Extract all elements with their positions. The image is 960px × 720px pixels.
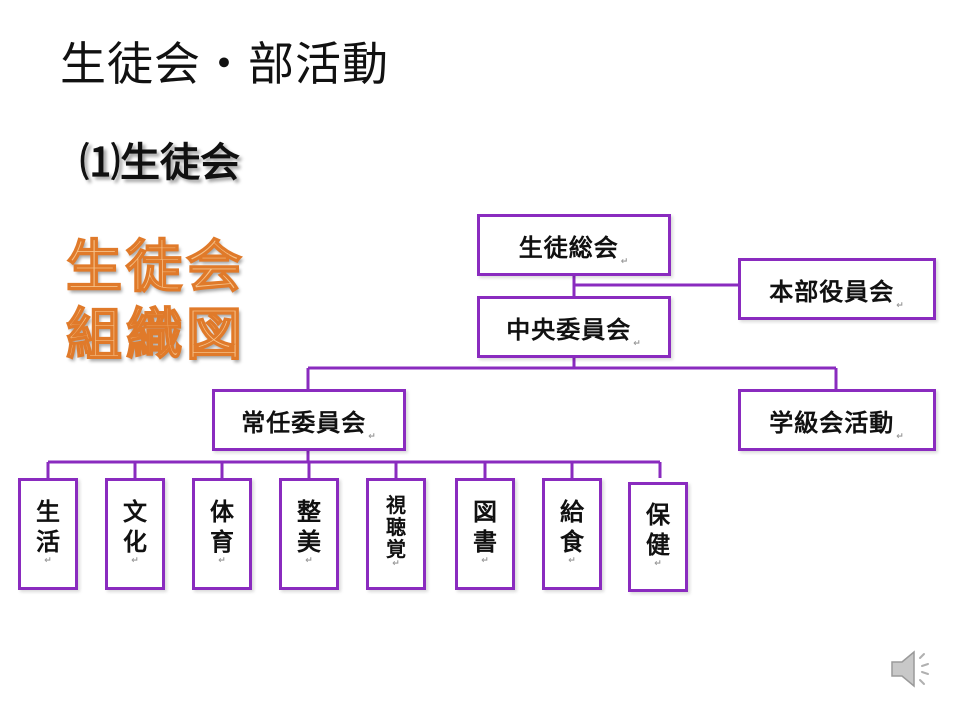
- committee-box: 生活↵: [18, 478, 78, 590]
- box-label: 常任委員会: [241, 408, 367, 437]
- org-label-line-1: 生徒会: [65, 234, 246, 301]
- committee-char: 視: [386, 492, 406, 517]
- org-label-line-2: 組織図: [65, 302, 246, 369]
- page-title: 生徒会・部活動: [60, 37, 389, 91]
- committee-char: 化: [123, 527, 147, 556]
- committee-char: 整: [297, 497, 321, 526]
- committee-char: 保: [646, 500, 670, 529]
- committee-char: 育: [210, 527, 234, 556]
- committee-char: 給: [560, 497, 584, 526]
- committee-box: 文化↵: [105, 478, 165, 590]
- box-label: 本部役員会: [769, 277, 895, 306]
- box-label: 学級会活動: [769, 408, 895, 437]
- committee-box: 体育↵: [192, 478, 252, 590]
- committee-char: 図: [473, 497, 497, 526]
- committee-char: 生: [36, 497, 60, 526]
- committee-char: 健: [646, 530, 670, 559]
- box-executive-board: 本部役員会↵: [738, 258, 936, 320]
- box-general-assembly: 生徒総会↵: [477, 214, 671, 276]
- box-label: 中央委員会: [506, 315, 632, 344]
- committee-box: 図書↵: [455, 478, 515, 590]
- box-standing-committee: 常任委員会↵: [212, 389, 406, 451]
- committee-box: 視聴覚↵: [366, 478, 426, 590]
- committee-box: 整美↵: [279, 478, 339, 590]
- box-class-activities: 学級会活動↵: [738, 389, 936, 451]
- committee-char: 覚: [386, 536, 406, 561]
- committee-char: 書: [473, 527, 497, 556]
- committee-box: 給食↵: [542, 478, 602, 590]
- committee-box: 保健↵: [628, 482, 688, 592]
- section-heading: ⑴生徒会: [80, 140, 240, 186]
- speaker-icon[interactable]: [886, 644, 936, 694]
- committee-char: 食: [560, 527, 584, 556]
- box-label: 生徒総会: [518, 233, 619, 262]
- committee-char: 体: [210, 497, 234, 526]
- committee-char: 聴: [386, 514, 406, 539]
- box-central-committee: 中央委員会↵: [477, 296, 671, 358]
- committee-char: 活: [36, 527, 60, 556]
- committee-char: 美: [297, 527, 321, 556]
- committee-char: 文: [123, 497, 147, 526]
